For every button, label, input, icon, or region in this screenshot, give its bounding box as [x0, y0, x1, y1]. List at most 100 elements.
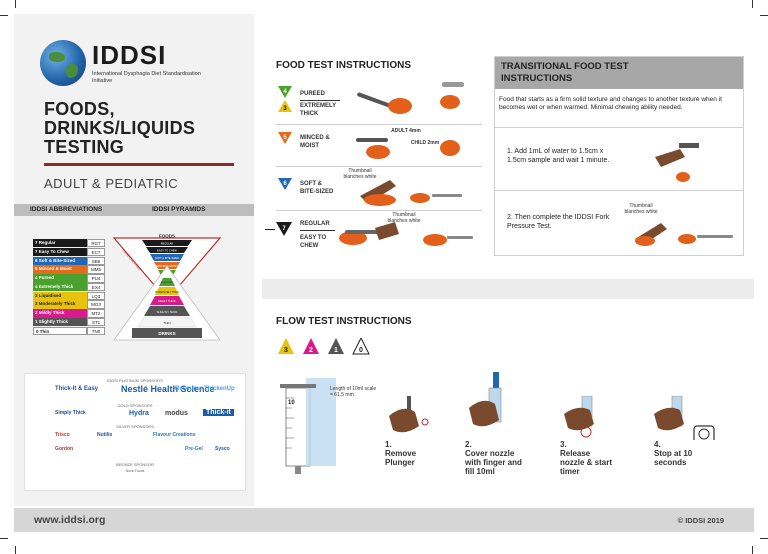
abbreviation-name: 5 Minced & Moist	[33, 265, 87, 274]
pyramids-header: IDDSI PYRAMIDS	[152, 206, 206, 213]
sponsor-logo: Gordon	[55, 446, 74, 452]
svg-text:LIQUIDISED: LIQUIDISED	[161, 282, 174, 284]
transitional-step-2: 2. Then complete the IDDSI Fork Pressure…	[507, 214, 610, 230]
food-test-title: FOOD TEST INSTRUCTIONS	[276, 60, 411, 71]
easy-to-chew-label: EASY TO CHEW	[300, 235, 327, 249]
abbreviation-name: 2 Mildly Thick	[33, 309, 87, 318]
abbreviation-code: RG7	[87, 239, 105, 248]
sponsor-logo: Resource ThickenUp	[175, 386, 235, 392]
transitional-intro: Food that starts as a firm solid texture…	[499, 96, 722, 111]
regular-fork-illustration	[339, 222, 473, 246]
transitional-header: TRANSITIONAL FOOD TEST INSTRUCTIONS	[495, 57, 743, 89]
abbreviation-name: 7 Regular	[33, 239, 87, 248]
platinum-sponsors-label: IDDSI PLATINUM SPONSORS	[107, 378, 163, 383]
pyramid-foods-label: FOODS	[159, 234, 175, 239]
abbreviations-header: IDDSI ABBREVIATIONS	[30, 206, 103, 213]
footer: www.iddsi.org © IDDSI 2019	[14, 508, 754, 532]
level-0-icon	[352, 338, 370, 355]
svg-text:MINCED & MOIST: MINCED & MOIST	[156, 264, 178, 268]
level-2-icon	[303, 338, 319, 354]
page-title: FOODS, DRINKS/LIQUIDS TESTING	[44, 99, 196, 157]
crop-mark	[6, 0, 16, 8]
svg-text:10: 10	[288, 400, 295, 406]
bronze-sponsor-label: BRONZE SPONSOR	[116, 462, 154, 467]
level-7-icon: 7	[276, 222, 292, 236]
child-measure-note: CHILD 2mm	[410, 140, 440, 146]
svg-text:PUREED: PUREED	[162, 272, 173, 276]
syringe-scale-note: Length of 10ml scale = 61.5 mm	[330, 386, 377, 398]
sponsor-logo: Thick-It & Easy	[55, 386, 99, 392]
svg-text:5: 5	[283, 135, 287, 141]
flow-test-title: FLOW TEST INSTRUCTIONS	[276, 316, 412, 327]
level-3-icon	[278, 338, 294, 354]
abbreviation-name: 4 Pureed	[33, 274, 87, 283]
abbreviation-name: 7 Easy To Chew	[33, 247, 87, 257]
thumbnail-note: Thumbnail blanches white	[387, 212, 421, 224]
sponsor-logo: Nutilis	[97, 432, 113, 438]
footer-url[interactable]: www.iddsi.org	[34, 514, 106, 526]
level-4-icon: 4	[278, 86, 292, 98]
water-dropper-illustration	[655, 143, 699, 182]
svg-text:7: 7	[282, 226, 286, 232]
flow-step-1: 1.Remove Plunger	[385, 440, 417, 467]
title-divider	[44, 163, 234, 166]
transitional-panel: TRANSITIONAL FOOD TEST INSTRUCTIONS Food…	[494, 56, 744, 256]
flow-step-4: 4.Stop at 10 seconds	[654, 440, 693, 467]
regular-label: REGULAR	[300, 221, 330, 227]
abbreviation-name: 4 Extremely Thick	[33, 282, 87, 292]
svg-text:MODERATELY THICK: MODERATELY THICK	[155, 291, 179, 294]
pyramid-drinks-label: DRINKS	[158, 331, 175, 336]
minced-moist-label: MINCED &MOIST	[300, 135, 330, 149]
bronze-sponsor-text: Nova Foods	[125, 469, 145, 473]
svg-text:SLIGHTLY THICK: SLIGHTLY THICK	[157, 310, 178, 314]
stop-timer-illustration	[654, 396, 715, 440]
gold-sponsors-label: GOLD SPONSORS	[117, 403, 153, 408]
thumbnail-note: Thumbnail blanches white	[624, 203, 658, 215]
sponsor-logo: modus	[165, 410, 188, 417]
crop-mark	[760, 6, 768, 16]
level-1-icon	[328, 338, 344, 354]
abbreviation-code: LQ3	[87, 291, 105, 301]
section-divider-strip	[262, 279, 754, 299]
crop-mark	[752, 546, 762, 554]
svg-text:3: 3	[284, 347, 288, 354]
label-divider	[300, 100, 340, 101]
logo-text: IDDSI	[92, 40, 167, 70]
svg-text:1: 1	[334, 347, 338, 354]
globe-icon	[40, 40, 86, 86]
pureed-label: PUREED	[300, 91, 326, 97]
flow-step-2: 2.Cover nozzle with finger and fill 10ml	[465, 440, 522, 476]
level-3-icon: 3	[278, 100, 292, 112]
sponsor-logo: Sysco	[215, 446, 230, 452]
abbreviation-name: 6 Soft & Bite-Sized	[33, 256, 87, 265]
footer-copyright: © IDDSI 2019	[677, 516, 724, 525]
crop-mark	[6, 546, 16, 554]
svg-text:3: 3	[283, 106, 287, 112]
level-5-icon: 5	[278, 132, 292, 144]
silver-sponsors-label: SILVER SPONSORS	[116, 424, 154, 429]
remove-plunger-illustration	[389, 396, 429, 433]
flow-step-3: 3.Release nozzle & start timer	[560, 440, 613, 476]
svg-text:2: 2	[309, 347, 313, 354]
abbreviation-code: PU4	[87, 274, 105, 283]
thumbnail-note: Thumbnail blanches white	[343, 168, 377, 180]
transitional-step-1: 1. Add 1mL of water to 1.5cm x 1.5cm sam…	[507, 148, 610, 164]
abbreviation-name: 0 Thin	[33, 326, 87, 336]
abbreviation-code: TN0	[87, 326, 105, 336]
sponsor-logo: Pre-Gel	[185, 446, 203, 452]
abbreviation-code: EC7	[87, 247, 105, 257]
sponsor-logo: Flavour Creations	[153, 432, 196, 438]
abbreviation-code: SB6	[87, 256, 105, 265]
svg-text:0: 0	[359, 347, 363, 354]
iddsi-pyramid: FOODS DRINKS REGULAR EASY TO CHEW SOFT &…	[112, 234, 222, 341]
